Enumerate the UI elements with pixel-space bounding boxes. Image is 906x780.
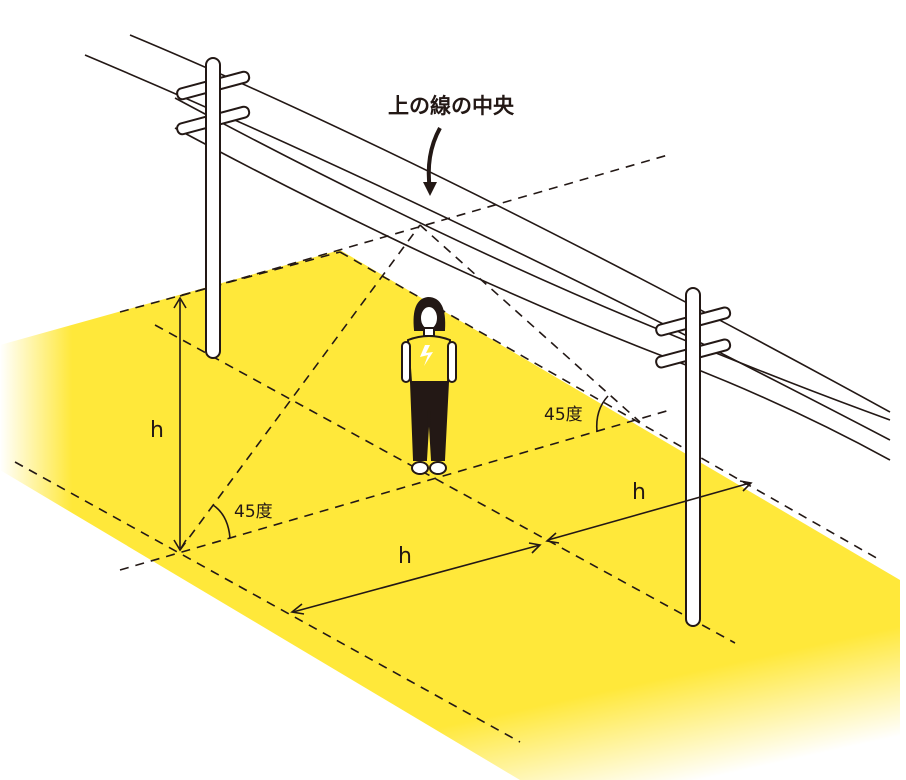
height-label-horizontal-left: h bbox=[398, 544, 412, 569]
height-label-horizontal-right: h bbox=[632, 480, 646, 505]
guide-lines bbox=[14, 154, 881, 743]
ground-area bbox=[0, 250, 900, 780]
wire-center-label: 上の線の中央 bbox=[388, 94, 514, 118]
person-icon bbox=[401, 296, 457, 475]
pointer-arrowhead bbox=[423, 182, 437, 196]
angle-label-right: 45度 bbox=[544, 405, 583, 425]
measurement-arrows bbox=[173, 296, 753, 615]
left-pole bbox=[176, 57, 251, 359]
pointer-arrow bbox=[426, 127, 442, 191]
height-label-vertical: h bbox=[150, 418, 164, 443]
right-pole bbox=[655, 287, 732, 627]
angle-label-left: 45度 bbox=[234, 502, 273, 522]
